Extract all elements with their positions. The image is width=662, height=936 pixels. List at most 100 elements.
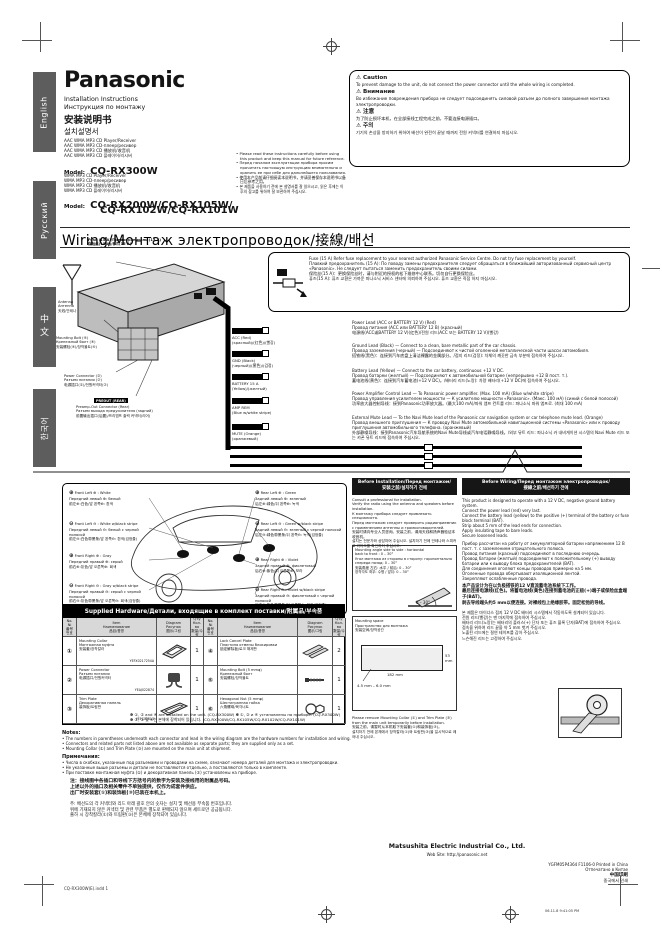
bullet-en: • Please read these instructions careful… bbox=[236, 151, 345, 161]
lock-cancel-plate-icon bbox=[298, 637, 333, 666]
row-qty: 1 bbox=[191, 637, 204, 666]
dim-width: 182 mm bbox=[387, 672, 403, 677]
crop-mark bbox=[40, 22, 41, 52]
read-first-bullets: • Please read these instructions careful… bbox=[236, 151, 346, 195]
plus-circle-icon: ⊕ bbox=[255, 557, 260, 563]
minus-circle-icon: ⊖ bbox=[255, 587, 260, 593]
wire-desc-amp: Power Amplifier Control Lead — To Panaso… bbox=[352, 391, 618, 406]
hardware-table: No. № 番号 번호 Item Наименование 品目/품명 Diag… bbox=[62, 617, 346, 725]
crop-mark bbox=[22, 40, 52, 41]
part-number: YEAJ022874 bbox=[134, 687, 154, 692]
plus-circle-icon: ⊕ bbox=[69, 490, 74, 496]
row-no: ⑥ bbox=[204, 695, 218, 724]
crop-mark bbox=[24, 884, 54, 885]
row-qty: 1 bbox=[191, 695, 204, 724]
row-qty: 1 bbox=[333, 695, 346, 724]
bullet-ru: • Перед началом эксплуатации прибора про… bbox=[236, 160, 346, 175]
crop-mark bbox=[620, 876, 621, 906]
section-rule bbox=[60, 227, 630, 228]
before-installation-after-text: Please remove Mounting Collar (①) and Tr… bbox=[352, 716, 457, 739]
mounting-space-text: Mounting space Пространство для монтажа … bbox=[355, 619, 408, 633]
mounting-collar-icon bbox=[157, 637, 191, 666]
tab-korean: 한국어 bbox=[33, 389, 56, 467]
notes-zh: 注：接线图中各插口和导线下方括号内的数字为安装及接线用的附属品号码。 上述以外的… bbox=[70, 779, 234, 797]
preout-chip: PREOUT (REAR) bbox=[94, 398, 128, 403]
crop-mark bbox=[622, 22, 623, 52]
crop-mark bbox=[42, 876, 43, 906]
caution-title-ko: ⚠ 주의 bbox=[356, 123, 374, 130]
before-installation-title-2: 安装之前/설치하기 전에 bbox=[382, 486, 427, 492]
wire-connector bbox=[232, 327, 269, 334]
notes-en: • The numbers in parentheses underneath … bbox=[62, 736, 364, 751]
dim-depth: 4.5 mm – 6.0 mm bbox=[357, 683, 391, 688]
tab-russian: Русский bbox=[33, 181, 56, 259]
printed-in-zh: 中国印刷 bbox=[609, 873, 628, 878]
note-item: • Не указанные выше разъемы и детали не … bbox=[62, 765, 288, 770]
wire-connector bbox=[232, 397, 269, 404]
notes-ru: • Числа в скобках, указанные под разъема… bbox=[62, 760, 364, 775]
section-rule bbox=[60, 247, 630, 248]
hardware-item-lock-cancel-plate: Lock Cancel Plate Пластина отмены блокир… bbox=[218, 637, 298, 666]
registration-mark bbox=[318, 906, 335, 923]
product2-model-row: Model: CQ-RX200W/CQ-RX105W/ bbox=[64, 193, 232, 212]
plus-circle-icon: ⊕ bbox=[255, 490, 260, 496]
notes-title-ru: Примечания: bbox=[62, 754, 100, 760]
row-no: ① bbox=[63, 637, 77, 666]
wire-connector bbox=[232, 373, 269, 380]
tab-english: English bbox=[33, 72, 56, 152]
minus-circle-icon: ⊖ bbox=[69, 583, 74, 589]
fuse-note-box: Fuse (15 A) Refer fuse replacement to yo… bbox=[268, 252, 630, 312]
lead-plug bbox=[424, 453, 433, 460]
registration-mark bbox=[323, 38, 340, 55]
before-wiring-title-1: Before Wiring/Перед монтажом электропров… bbox=[482, 480, 610, 485]
registration-mark bbox=[502, 906, 519, 923]
col-item: Item Наименование 品目/품명 bbox=[77, 618, 157, 637]
tab-chinese: 中 文 bbox=[33, 287, 56, 367]
caution-box: ⚠ Caution To prevent damage to the unit,… bbox=[349, 70, 630, 167]
tab-english-label: English bbox=[40, 95, 50, 129]
wire-desc-acc: Power Lead (ACC or BATTERY 12 V) (Red) П… bbox=[352, 320, 499, 335]
antenna-icon bbox=[62, 264, 82, 305]
company-website: Web Site: http://panasonic.net bbox=[426, 852, 488, 857]
hex-nut-icon bbox=[298, 695, 333, 724]
car-illustration bbox=[131, 497, 318, 603]
mounting-space-box: Mounting space Пространство для монтажа … bbox=[352, 616, 457, 711]
wire-desc-battery: Battery Lead (Yellow) — Connect to the c… bbox=[352, 368, 569, 383]
row-no: ② bbox=[63, 666, 77, 695]
row-no: ⑤ bbox=[204, 666, 218, 695]
col-item: Item Наименование 品目/품명 bbox=[218, 618, 298, 637]
hardware-item-mounting-collar: Mounting Collar Монтажная муфта 安装套/장착칼라… bbox=[77, 637, 157, 666]
mounting-bolt-icon bbox=[298, 666, 333, 695]
company-name: Matsushita Electric Industrial Co., Ltd. bbox=[388, 843, 526, 850]
antenna-label: Antenna Антенна 天线/안테나 bbox=[58, 300, 77, 313]
plus-circle-icon: ⊕ bbox=[69, 553, 74, 559]
speaker-lead-line bbox=[230, 455, 582, 458]
product2-model-line1: CQ-RX200W/CQ-RX105W/ bbox=[90, 200, 233, 211]
lead-plug bbox=[424, 444, 433, 451]
part-number: YEFC05613 bbox=[135, 716, 154, 721]
speaker-callout-front-right-minus: ⊖Front Right ⊖ : Gray w/black stripe Пер… bbox=[69, 583, 141, 604]
before-wiring-header: Before Wiring/Перед монтажом электропров… bbox=[462, 478, 630, 495]
doc-title-ru: Инструкция по монтажу bbox=[64, 104, 146, 111]
print-artifact-filename: CQ-RX300W(E).indd 1 bbox=[64, 886, 109, 891]
before-wiring-ko: 본 제품은 마이너스 접지 12 V DC 배터리 시스템에서 작동하도록 설계… bbox=[462, 609, 622, 641]
col-qty: Q'ty Кол-во 数量/수량 bbox=[333, 618, 346, 637]
before-installation-box: Before Installation/Перед монтажом/ 安装之前… bbox=[352, 478, 457, 549]
speaker-callout-rear-left-plus: ⊕Rear Left ⊕ : Green Задний левый ⊕: зел… bbox=[255, 490, 306, 506]
caution-title-en: ⚠ Caution bbox=[356, 75, 388, 81]
wire-tag-acc: ACC (Red) (красный)/(红色)/(빨강) bbox=[232, 335, 276, 345]
section-separator bbox=[33, 448, 630, 473]
note-item: • Mounting Collar (①) and Trim Plate (③)… bbox=[62, 746, 231, 751]
wire-connector bbox=[232, 423, 269, 430]
caution-body-ru: Во избежание повреждения прибора не след… bbox=[356, 96, 610, 107]
mounting-angle-text: Mounting angle side to side : horizontal… bbox=[355, 548, 452, 574]
panasonic-logo: Panasonic bbox=[64, 68, 185, 93]
note-item: • Числа в скобках, указанные под разъема… bbox=[62, 760, 339, 765]
wiring-section-title: Wiring/Монтаж электропроводок/接線/배선 bbox=[62, 233, 375, 249]
wire-tag-mute: MUTE (Orange) (оранжевый) bbox=[232, 431, 261, 441]
before-installation-title-1: Before Installation/Перед монтажом/ bbox=[357, 480, 452, 485]
wire-desc-mute: External Mute Lead — To the Navi Mute le… bbox=[352, 415, 630, 440]
caution-body-en: To prevent damage to the unit, do not co… bbox=[356, 82, 575, 88]
wire-tag-battery: BATTERY 15 A (Yellow)/(желтый) bbox=[232, 381, 267, 391]
